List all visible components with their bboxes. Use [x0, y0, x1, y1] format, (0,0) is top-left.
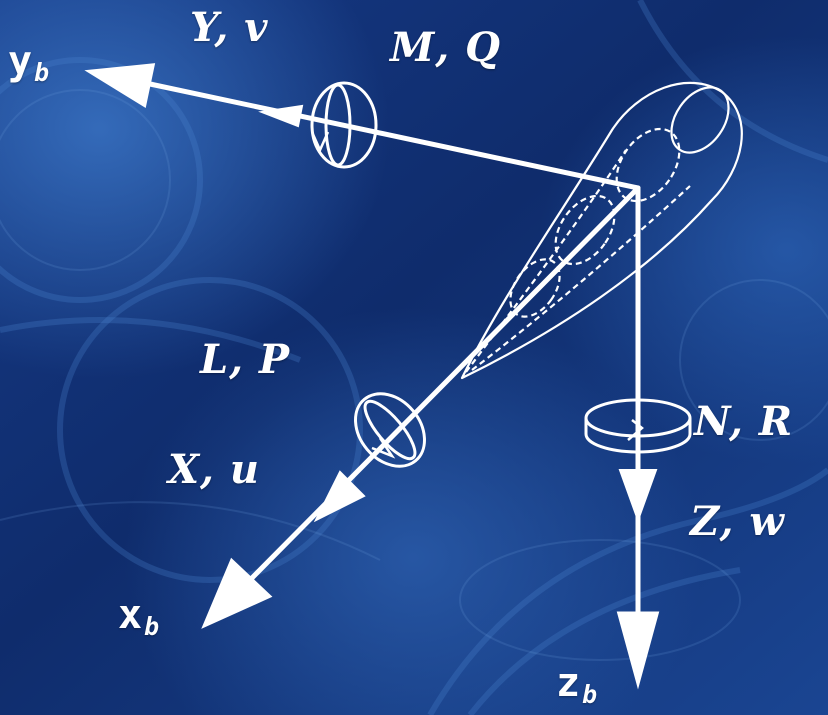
- yaw-moment-label: N, R: [694, 398, 794, 445]
- roll-rotation-icon: [354, 392, 426, 468]
- x-body-axis: [201, 185, 641, 629]
- rotation-ring-icon: [310, 81, 692, 468]
- y-body-axis: [84, 63, 641, 191]
- z-body-axis-label: zb: [556, 660, 599, 709]
- normal-force-label: Z, w: [690, 498, 785, 545]
- x-body-axis-label: xb: [118, 592, 161, 641]
- z-body-axis: [616, 185, 660, 690]
- pitch-rotation-icon: [310, 81, 378, 169]
- axial-force-label: X, u: [168, 446, 260, 493]
- yaw-rotation-icon: [584, 398, 692, 454]
- side-force-label: Y, v: [190, 4, 269, 51]
- roll-moment-label: L, P: [200, 336, 291, 383]
- pitch-moment-label: M, Q: [390, 24, 501, 71]
- y-body-axis-label: yb: [8, 38, 51, 87]
